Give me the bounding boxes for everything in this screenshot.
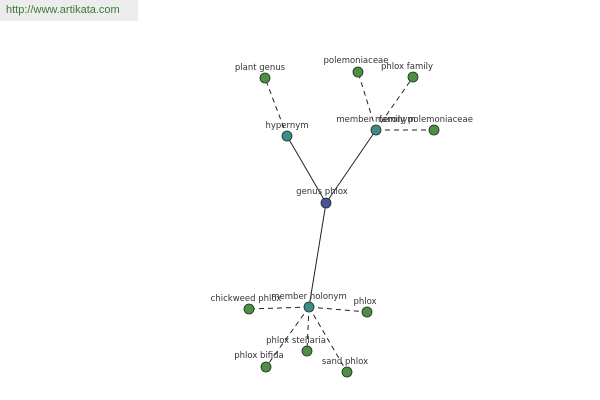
- nodes-layer: [243, 66, 440, 378]
- node-sand-phlox[interactable]: [341, 366, 353, 378]
- edge-member-meronym-to-polemoniaceae: [357, 71, 377, 131]
- edge-member-holonym-to-sand-phlox: [308, 306, 348, 373]
- label-polemoniaceae: polemoniaceae: [324, 56, 389, 66]
- watermark-url: http://www.artikata.com: [6, 4, 120, 16]
- node-family-polemoniaceae[interactable]: [428, 124, 440, 136]
- edge-member-holonym-to-phlox-bifida: [265, 306, 310, 368]
- node-hypernym[interactable]: [281, 130, 293, 142]
- label-plant-genus: plant genus: [235, 63, 286, 73]
- node-polemoniaceae[interactable]: [352, 66, 364, 78]
- watermark: http://www.artikata.com: [0, 0, 138, 21]
- edge-center-to-hypernym: [286, 135, 327, 204]
- labels-layer: genus phlox hypernym member meronym member …: [211, 56, 473, 367]
- edge-member-holonym-to-phlox: [308, 306, 368, 313]
- label-family-polemoniaceae: family polemoniaceae: [379, 115, 473, 125]
- node-plant-genus[interactable]: [259, 72, 271, 84]
- label-phlox-stellaria: phlox stellaria: [266, 336, 326, 346]
- edge-center-to-member-meronym: [325, 129, 377, 204]
- node-phlox-bifida[interactable]: [260, 361, 272, 373]
- label-sand-phlox: sand phlox: [322, 357, 368, 367]
- node-member-meronym[interactable]: [370, 124, 382, 136]
- edges-layer: [248, 71, 434, 373]
- node-chickweed-phlox[interactable]: [243, 303, 255, 315]
- label-phlox-bifida: phlox bifida: [234, 351, 284, 361]
- node-phlox-family[interactable]: [407, 71, 419, 83]
- node-center[interactable]: [320, 197, 332, 209]
- node-member-holonym[interactable]: [303, 301, 315, 313]
- label-member-meronym: member meronym: [336, 115, 415, 125]
- label-phlox: phlox: [353, 297, 376, 307]
- label-hypernym: hypernym: [265, 121, 308, 131]
- edge-hypernym-to-plant-genus: [264, 77, 288, 137]
- edge-center-to-member-holonym: [308, 202, 327, 308]
- edge-member-holonym-to-phlox-stellaria: [306, 306, 310, 352]
- edge-member-meronym-to-phlox-family: [375, 76, 414, 131]
- label-chickweed-phlox: chickweed phlox: [211, 294, 282, 304]
- node-phlox-stellaria[interactable]: [301, 345, 313, 357]
- label-member-holonym: member holonym: [271, 292, 346, 302]
- label-phlox-family: phlox family: [381, 62, 433, 72]
- node-phlox[interactable]: [361, 306, 373, 318]
- edge-member-holonym-to-chickweed-phlox: [248, 306, 310, 310]
- label-center: genus phlox: [296, 187, 348, 197]
